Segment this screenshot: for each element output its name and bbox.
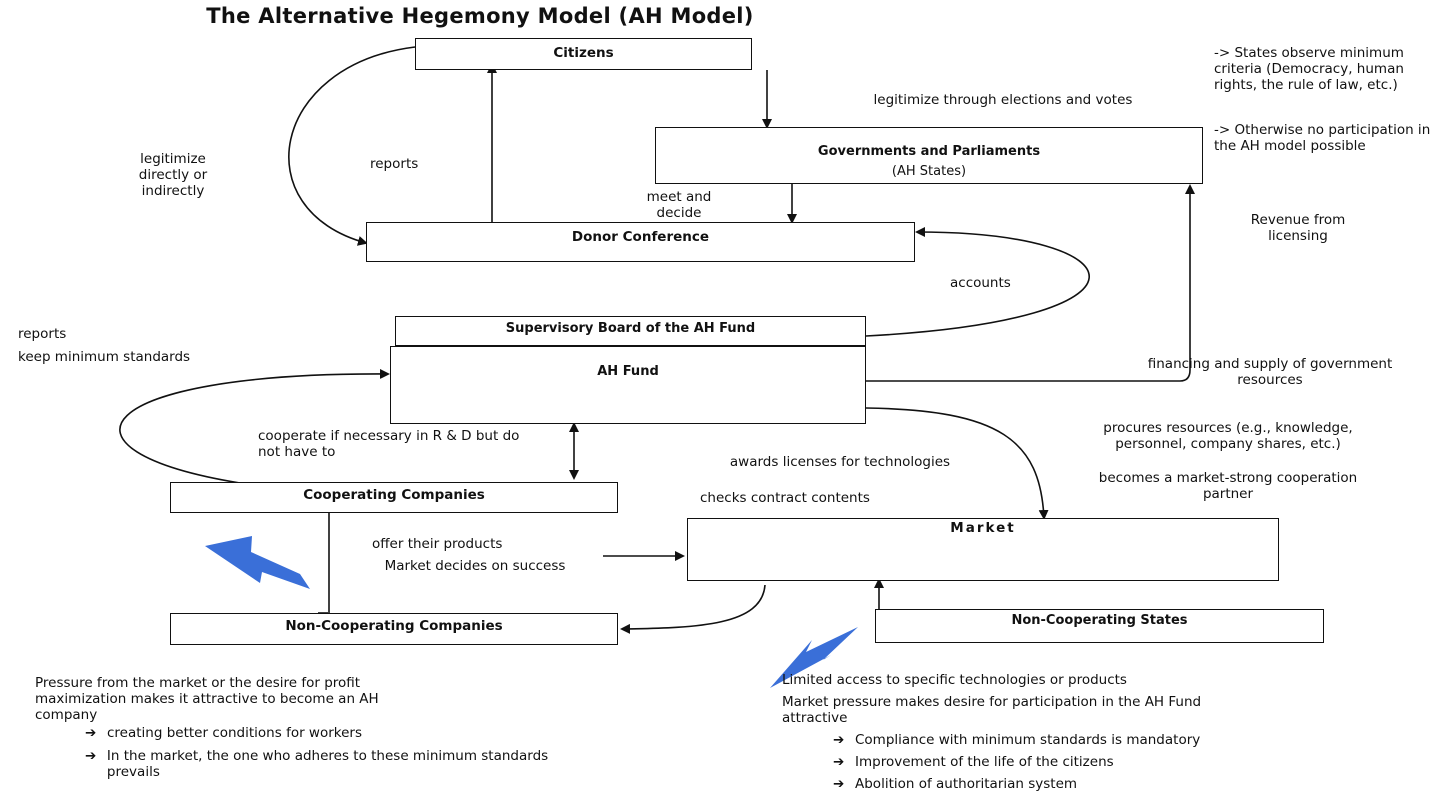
notes-right-bullet-1: ➔Compliance with minimum standards is ma… (833, 732, 1201, 748)
notes-right-bullet-2: ➔Improvement of the life of the citizens (833, 754, 1114, 770)
notes-left-intro: Pressure from the market or the desire f… (35, 675, 379, 723)
label-legitimize-directly: legitimize directly or indirectly (138, 151, 208, 199)
label-keep-minimum: keep minimum standards (18, 349, 191, 365)
label-market-strong: becomes a market-strong cooperation part… (1098, 470, 1358, 502)
label-reports-left: reports (18, 326, 67, 342)
label-legitimize-elections: legitimize through elections and votes (873, 92, 1133, 108)
market-box: Market (687, 518, 1279, 581)
label-revenue-licensing: Revenue from licensing (1250, 212, 1346, 244)
non-cooperating-companies-box: Non-Cooperating Companies (170, 613, 618, 645)
market-label: Market (950, 520, 1016, 536)
bullet-arrow-icon: ➔ (85, 725, 97, 741)
ah-fund-box: AH Fund (390, 346, 866, 424)
non-cooperating-states-box: Non-Cooperating States (875, 609, 1324, 643)
label-procures: procures resources (e.g., knowledge, per… (1103, 420, 1353, 452)
label-meet-decide: meet and decide (646, 189, 712, 221)
citizens-label: Citizens (553, 45, 614, 61)
label-otherwise-no: -> Otherwise no participation in the AH … (1214, 122, 1431, 154)
notes-right-line-2: Market pressure makes desire for partici… (782, 694, 1202, 726)
notes-right-line-1: Limited access to specific technologies … (782, 672, 1127, 688)
governments-label: Governments and Parliaments (817, 144, 1041, 159)
donor-conference-box: Donor Conference (366, 222, 915, 262)
lightning-bolt-right (770, 627, 858, 688)
non-cooperating-states-label: Non-Cooperating States (1011, 613, 1188, 628)
cooperating-companies-box: Cooperating Companies (170, 482, 618, 513)
bullet-arrow-icon: ➔ (833, 776, 845, 792)
arrow-revenue-financing (866, 184, 1195, 382)
label-reports-top: reports (370, 156, 419, 172)
citizens-box: Citizens (415, 38, 752, 70)
supervisory-board-label: Supervisory Board of the AH Fund (505, 321, 756, 336)
governments-box: Governments and Parliaments (AH States) (655, 127, 1203, 184)
notes-left-bullet-2: ➔In the market, the one who adheres to t… (85, 748, 549, 780)
supervisory-board-box: Supervisory Board of the AH Fund (395, 316, 866, 346)
label-states-criteria: -> States observe minimum criteria (Demo… (1214, 45, 1404, 93)
bullet-arrow-icon: ➔ (833, 732, 845, 748)
bullet-arrow-icon: ➔ (85, 748, 97, 764)
label-financing-supply: financing and supply of government resou… (1147, 356, 1393, 388)
label-offer-products: offer their products (372, 536, 503, 552)
donor-conference-label: Donor Conference (571, 229, 710, 245)
arrow-fund-to-market (865, 407, 1049, 520)
bullet-arrow-icon: ➔ (833, 754, 845, 770)
arrow-legitimize-donor (288, 46, 416, 246)
non-cooperating-companies-label: Non-Cooperating Companies (285, 618, 503, 634)
label-checks-contract: checks contract contents (700, 490, 870, 506)
cooperating-companies-label: Cooperating Companies (303, 487, 485, 503)
ah-fund-label: AH Fund (597, 364, 659, 379)
label-market-decides: Market decides on success (384, 558, 566, 574)
arrow-companies-to-fund (119, 368, 390, 484)
label-cooperate: cooperate if necessary in R & D but do n… (258, 428, 520, 460)
notes-right-bullet-3: ➔Abolition of authoritarian system (833, 776, 1078, 792)
ah-states-label: (AH States) (891, 164, 967, 179)
notes-left-bullet-1: ➔creating better conditions for workers (85, 725, 362, 741)
lightning-bolt-left (205, 536, 310, 589)
label-accounts: accounts (950, 275, 1011, 291)
diagram-title: The Alternative Hegemony Model (AH Model… (206, 4, 754, 28)
label-awards-licenses: awards licenses for technologies (729, 454, 951, 470)
arrow-market-to-noncoop (620, 584, 766, 634)
arrow-accounts (865, 227, 1090, 337)
